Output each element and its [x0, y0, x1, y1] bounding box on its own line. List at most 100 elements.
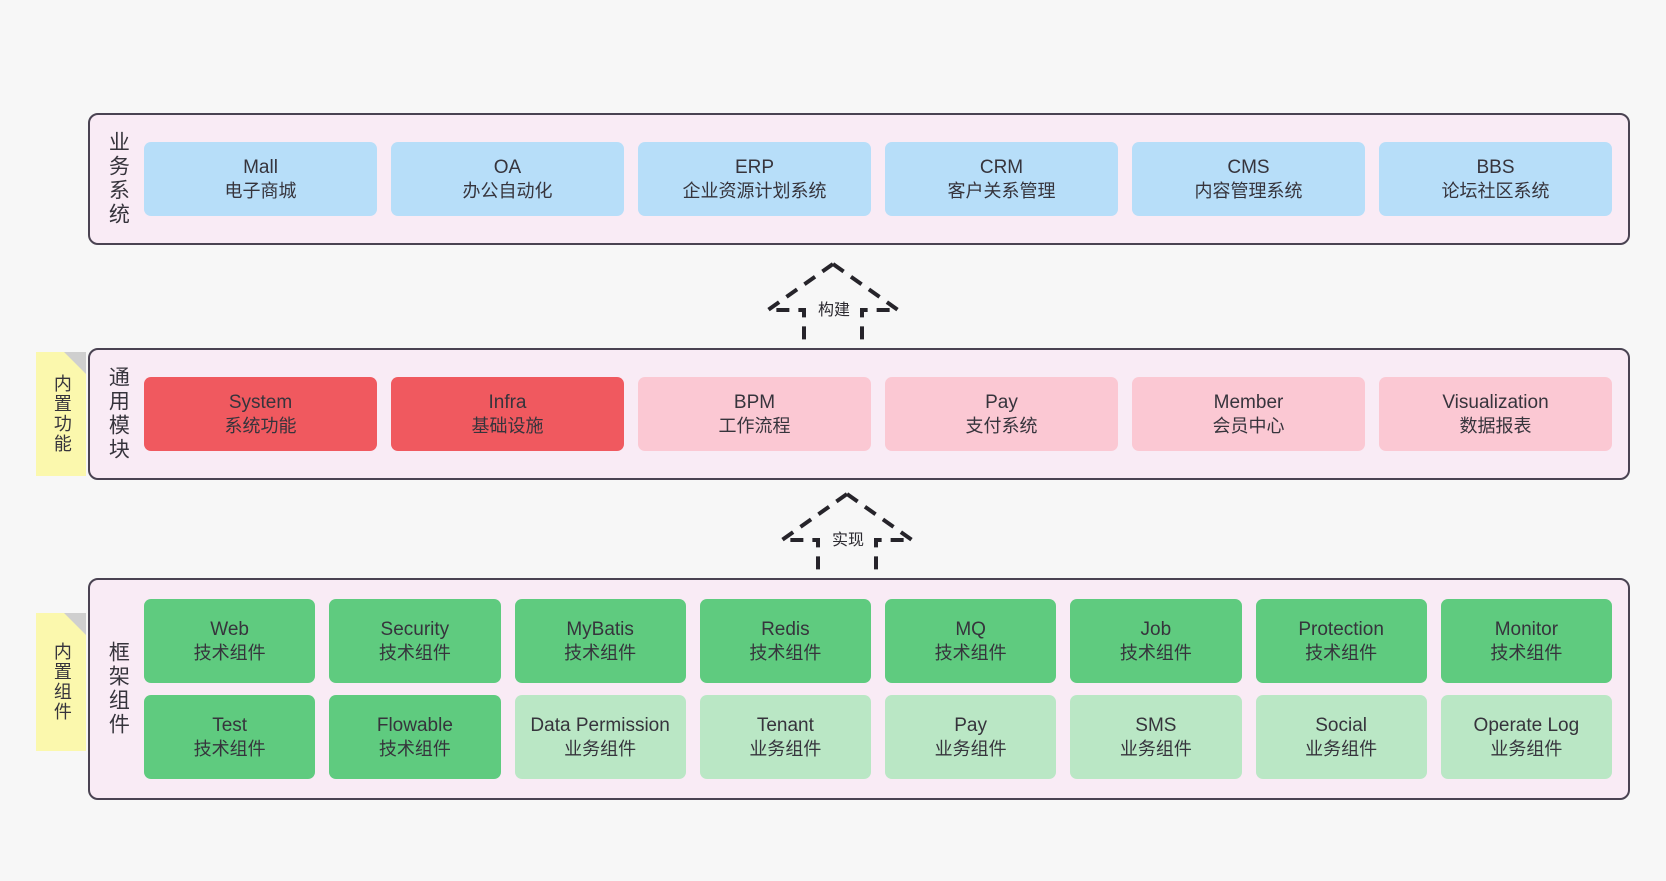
card-subtitle: 技术组件 [934, 642, 1007, 663]
card-job[interactable]: Job 技术组件 [1070, 599, 1242, 683]
card-row: Mall 电子商城 OA 办公自动化 ERP 企业资源计划系统 CRM 客户关系… [144, 142, 1612, 216]
card-bpm[interactable]: BPM 工作流程 [638, 377, 871, 451]
card-data-permission[interactable]: Data Permission 业务组件 [514, 695, 686, 779]
card-subtitle: 数据报表 [1459, 415, 1532, 436]
card-title: BPM [733, 391, 776, 413]
card-title: Tenant [756, 714, 814, 736]
dashed-hollow-arrow-icon [761, 262, 905, 350]
card-subtitle: 技术组件 [1119, 642, 1192, 663]
card-mybatis[interactable]: MyBatis 技术组件 [514, 599, 686, 683]
sticky-note-text: 内置功能 [51, 374, 72, 454]
card-member[interactable]: Member 会员中心 [1132, 377, 1365, 451]
card-title: Operate Log [1473, 714, 1580, 736]
card-web[interactable]: Web 技术组件 [144, 599, 316, 683]
card-social[interactable]: Social 业务组件 [1255, 695, 1427, 779]
card-title: Data Permission [530, 714, 670, 736]
card-subtitle: 技术组件 [193, 642, 266, 663]
dashed-hollow-arrow-icon [775, 492, 919, 580]
card-title: OA [493, 156, 522, 178]
arrow-build-label: 构建 [818, 302, 851, 319]
card-test[interactable]: Test 技术组件 [144, 695, 316, 779]
card-title: Web [210, 618, 249, 640]
card-subtitle: 内容管理系统 [1194, 180, 1303, 201]
card-system[interactable]: System 系统功能 [144, 377, 377, 451]
card-title: SMS [1135, 714, 1177, 736]
card-subtitle: 技术组件 [378, 738, 451, 759]
arrow-implement-label: 实现 [832, 532, 865, 549]
card-subtitle: 基础设施 [471, 415, 544, 436]
layer-business-systems: 业务系统 Mall 电子商城 OA 办公自动化 ERP 企业资源计划系统 CRM… [88, 113, 1630, 245]
layer-common-modules: 通用模块 System 系统功能 Infra 基础设施 BPM 工作流程 Pay… [88, 348, 1630, 480]
card-subtitle: 技术组件 [193, 738, 266, 759]
card-security[interactable]: Security 技术组件 [329, 599, 501, 683]
card-bbs[interactable]: BBS 论坛社区系统 [1379, 142, 1612, 216]
card-tenant[interactable]: Tenant 业务组件 [699, 695, 871, 779]
card-title: Pay [985, 391, 1018, 413]
card-title: Social [1315, 714, 1367, 736]
card-pay[interactable]: Pay 支付系统 [885, 377, 1118, 451]
folded-corner-icon [64, 352, 86, 374]
card-title: CRM [979, 156, 1024, 178]
sticky-note-builtin-components: 内置组件 [36, 613, 86, 751]
card-subtitle: 业务组件 [749, 738, 822, 759]
card-title: Flowable [376, 714, 453, 736]
card-subtitle: 技术组件 [1305, 642, 1378, 663]
layer-framework-cards: Web 技术组件 Security 技术组件 MyBatis 技术组件 Redi… [144, 580, 1628, 798]
folded-corner-icon [64, 613, 86, 635]
card-title: Protection [1298, 618, 1384, 640]
card-subtitle: 支付系统 [965, 415, 1038, 436]
card-mq[interactable]: MQ 技术组件 [885, 599, 1057, 683]
card-row: Web 技术组件 Security 技术组件 MyBatis 技术组件 Redi… [144, 599, 1612, 683]
card-title: MQ [955, 618, 986, 640]
card-title: Infra [488, 391, 527, 413]
card-pay-business[interactable]: Pay 业务组件 [885, 695, 1057, 779]
card-protection[interactable]: Protection 技术组件 [1255, 599, 1427, 683]
card-title: Member [1213, 391, 1284, 413]
layer-business-cards: Mall 电子商城 OA 办公自动化 ERP 企业资源计划系统 CRM 客户关系… [144, 115, 1628, 243]
arrow-build: 构建 [748, 258, 918, 350]
card-title: MyBatis [566, 618, 634, 640]
card-title: Monitor [1494, 618, 1559, 640]
card-title: CMS [1227, 156, 1270, 178]
card-subtitle: 电子商城 [224, 180, 297, 201]
card-monitor[interactable]: Monitor 技术组件 [1440, 599, 1612, 683]
card-mall[interactable]: Mall 电子商城 [144, 142, 377, 216]
card-operate-log[interactable]: Operate Log 业务组件 [1440, 695, 1612, 779]
card-title: Test [212, 714, 248, 736]
card-subtitle: 技术组件 [564, 642, 637, 663]
card-sms[interactable]: SMS 业务组件 [1070, 695, 1242, 779]
card-subtitle: 企业资源计划系统 [682, 180, 827, 201]
card-redis[interactable]: Redis 技术组件 [699, 599, 871, 683]
card-erp[interactable]: ERP 企业资源计划系统 [638, 142, 871, 216]
card-row: System 系统功能 Infra 基础设施 BPM 工作流程 Pay 支付系统… [144, 377, 1612, 451]
card-subtitle: 业务组件 [1305, 738, 1378, 759]
card-subtitle: 会员中心 [1212, 415, 1285, 436]
card-oa[interactable]: OA 办公自动化 [391, 142, 624, 216]
card-crm[interactable]: CRM 客户关系管理 [885, 142, 1118, 216]
layer-label-business: 业务系统 [106, 131, 130, 227]
card-row: Test 技术组件 Flowable 技术组件 Data Permission … [144, 695, 1612, 779]
card-flowable[interactable]: Flowable 技术组件 [329, 695, 501, 779]
card-title: Security [380, 618, 450, 640]
layer-framework-components: 框架组件 Web 技术组件 Security 技术组件 MyBatis 技术组件… [88, 578, 1630, 800]
card-cms[interactable]: CMS 内容管理系统 [1132, 142, 1365, 216]
card-subtitle: 业务组件 [934, 738, 1007, 759]
card-title: Pay [954, 714, 987, 736]
card-subtitle: 系统功能 [224, 415, 297, 436]
card-subtitle: 客户关系管理 [947, 180, 1056, 201]
card-title: Visualization [1442, 391, 1549, 413]
card-title: BBS [1476, 156, 1515, 178]
card-subtitle: 技术组件 [378, 642, 451, 663]
card-visualization[interactable]: Visualization 数据报表 [1379, 377, 1612, 451]
card-infra[interactable]: Infra 基础设施 [391, 377, 624, 451]
card-subtitle: 办公自动化 [462, 180, 553, 201]
layer-label-common: 通用模块 [106, 366, 130, 462]
card-subtitle: 业务组件 [1490, 738, 1563, 759]
card-subtitle: 业务组件 [1119, 738, 1192, 759]
card-title: Redis [761, 618, 810, 640]
card-subtitle: 技术组件 [749, 642, 822, 663]
sticky-note-builtin-features: 内置功能 [36, 352, 86, 476]
card-title: System [228, 391, 293, 413]
card-subtitle: 业务组件 [564, 738, 637, 759]
layer-label-framework: 框架组件 [106, 641, 130, 737]
